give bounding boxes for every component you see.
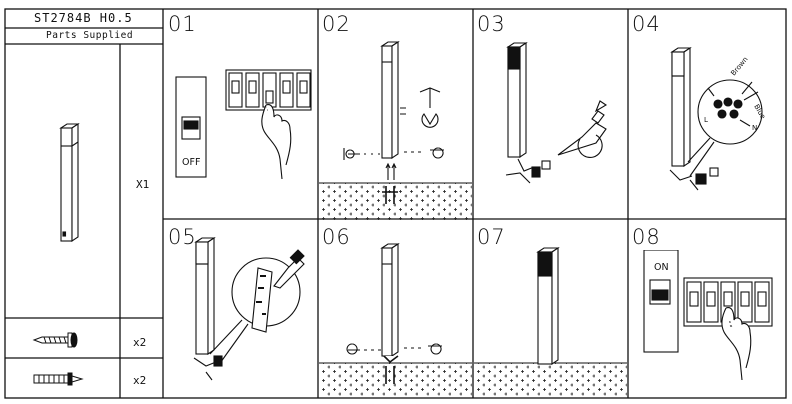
post-qty: X1 xyxy=(136,178,150,191)
step-02-number: 02 xyxy=(322,12,351,36)
step-04-illustration: Brown Blue L N xyxy=(669,46,767,191)
wire-n-label: N xyxy=(752,124,757,132)
step-02-ground xyxy=(319,182,472,220)
step-01-illustration xyxy=(175,69,312,180)
step-06-illustration xyxy=(346,242,442,384)
step-07-illustration xyxy=(536,246,560,366)
drill-icon xyxy=(419,87,441,128)
step-07-number: 07 xyxy=(477,225,506,249)
parts-supplied-label: Parts Supplied xyxy=(46,30,134,41)
step-01-off-label: OFF xyxy=(182,157,201,168)
step-03-number: 03 xyxy=(477,12,506,36)
step-03-illustration xyxy=(505,41,608,184)
step-08-number: 08 xyxy=(632,225,661,249)
step-07-ground xyxy=(474,362,627,397)
step-05-number: 05 xyxy=(168,225,197,249)
product-code: ST2784B H0.5 xyxy=(34,11,133,25)
step-08-illustration xyxy=(643,250,773,381)
screwdriver-icon xyxy=(273,257,305,289)
wall-plug-icon xyxy=(33,372,84,386)
screw-icon xyxy=(32,332,78,348)
step-05-illustration xyxy=(193,236,305,381)
wire-brown-label: Brown xyxy=(729,55,749,77)
hand-icon xyxy=(721,307,752,381)
step-06-number: 06 xyxy=(322,225,351,249)
step-06-ground xyxy=(319,362,472,397)
step-08-on-label: ON xyxy=(654,262,669,273)
step-01-number: 01 xyxy=(168,12,197,36)
wall-plug-qty: x2 xyxy=(133,374,147,387)
hand-icon xyxy=(261,104,292,180)
wire-l-label: L xyxy=(704,116,708,124)
light-post-icon xyxy=(59,122,80,243)
screwdriver-icon xyxy=(557,122,607,159)
step-02-illustration xyxy=(343,40,444,204)
step-04-number: 04 xyxy=(632,12,661,36)
screw-qty: x2 xyxy=(133,336,147,349)
